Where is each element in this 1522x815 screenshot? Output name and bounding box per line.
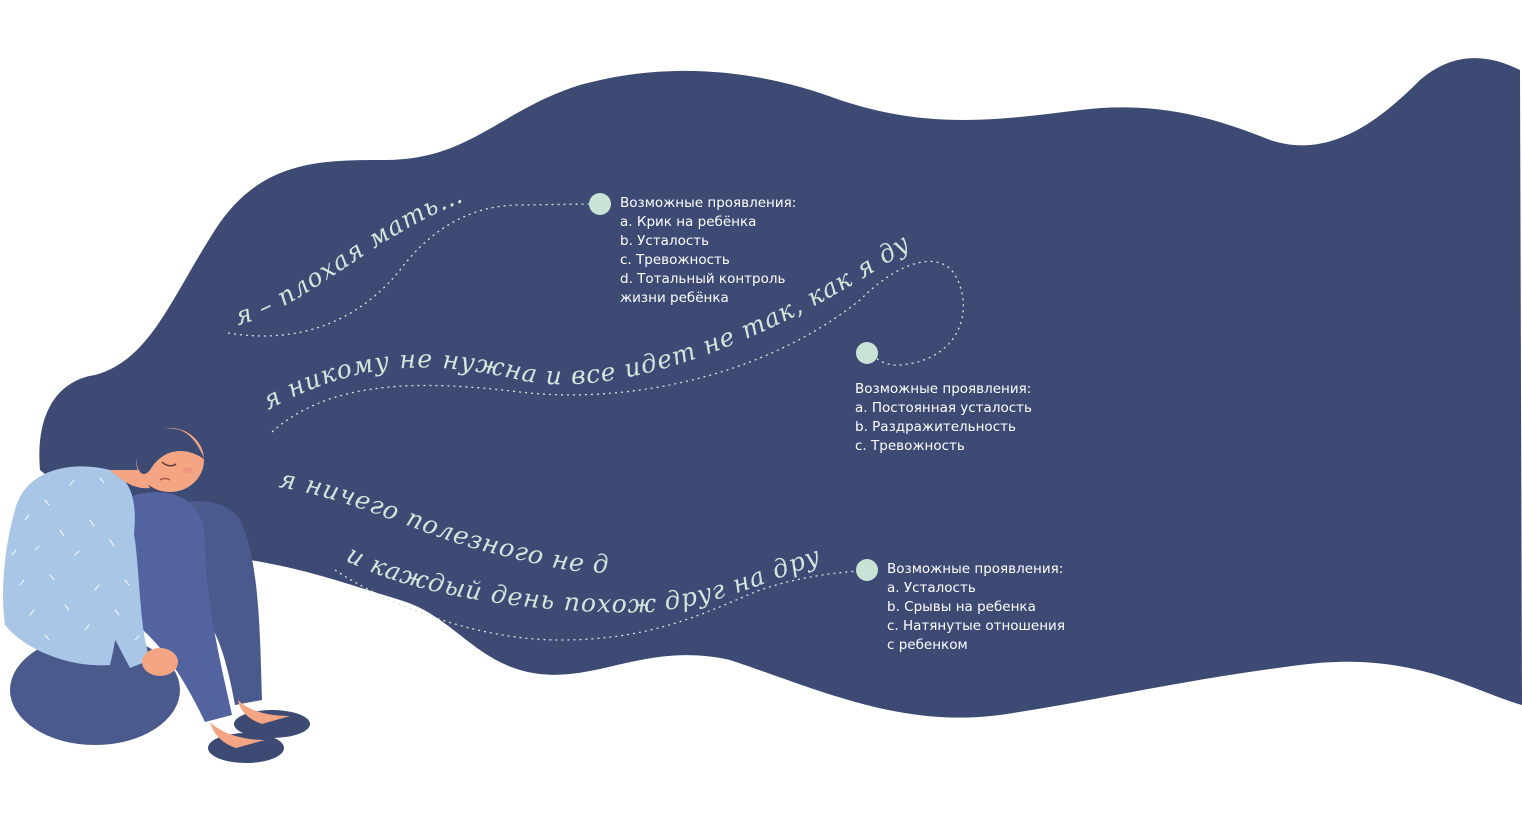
bullet-dot-3 — [856, 559, 878, 581]
hair-shape — [39, 58, 1522, 718]
symptoms-title: Возможные проявления: — [620, 195, 797, 211]
symptoms-block-1: Возможные проявления: a. Крик на ребёнка… — [620, 194, 796, 308]
symptom-item: b. Раздражительность — [855, 419, 1016, 435]
symptom-item: c. Тревожность — [620, 252, 730, 268]
symptom-item: b. Срывы на ребенка — [887, 599, 1036, 615]
bullet-dot-1 — [589, 193, 611, 215]
dotted-connectors — [227, 203, 964, 641]
symptom-item: c. Натянутые отношения — [887, 618, 1065, 634]
symptom-item: b. Усталость — [620, 233, 710, 249]
bullet-dot-2 — [856, 342, 878, 364]
symptom-item: жизни ребёнка — [620, 290, 729, 306]
symptom-item: с ребенком — [887, 637, 968, 653]
symptom-item: d. Тотальный контроль — [620, 271, 786, 287]
symptoms-title: Возможные проявления: — [887, 561, 1064, 577]
symptoms-block-3: Возможные проявления: a. Усталость b. Ср… — [887, 560, 1065, 655]
symptom-item: a. Усталость — [887, 580, 976, 596]
symptom-item: a. Постоянная усталость — [855, 400, 1032, 416]
symptom-item: c. Тревожность — [855, 438, 965, 454]
woman-figure — [3, 428, 310, 763]
symptom-item: a. Крик на ребёнка — [620, 214, 757, 230]
symptoms-title: Возможные проявления: — [855, 381, 1032, 397]
symptoms-block-2: Возможные проявления: a. Постоянная уста… — [855, 380, 1032, 456]
